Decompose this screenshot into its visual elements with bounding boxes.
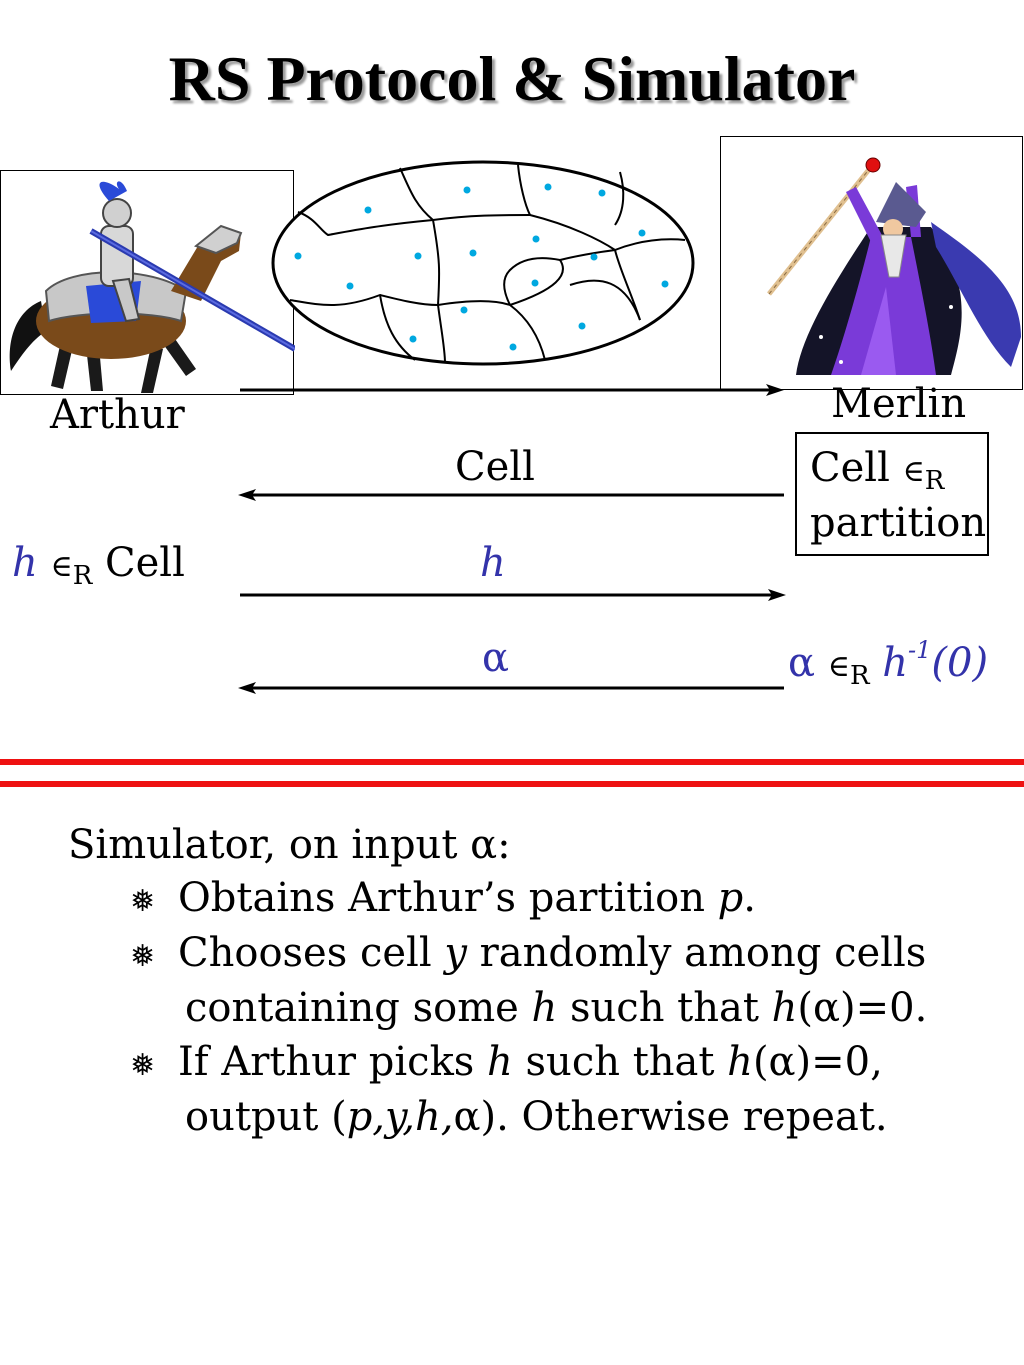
simulator-item-1: ❅ Obtains Arthur’s partition p. xyxy=(130,878,756,918)
simulator-item-3-continued: output (p,y,h,α). Otherwise repeat. xyxy=(185,1097,888,1137)
inverse-superscript: -1 xyxy=(908,636,932,664)
arthur-hash-choice: h ∈R Cell xyxy=(12,543,185,589)
item-text: (α)=0, xyxy=(752,1039,883,1085)
item-text: output ( xyxy=(185,1094,347,1140)
message-alpha-label: α xyxy=(482,635,510,681)
partition-cell-boundaries xyxy=(289,164,686,364)
element-of-symbol: ∈ xyxy=(50,549,73,584)
item-text: If Arthur picks xyxy=(178,1039,488,1085)
var-y: y xyxy=(444,930,467,976)
message-cell-label: Cell xyxy=(455,444,535,490)
merlin-label: Merlin xyxy=(831,381,967,427)
random-subscript: R xyxy=(924,466,945,496)
element-of-symbol: ∈ xyxy=(827,649,850,684)
partition-ellipse xyxy=(271,160,695,366)
simulator-item-2: ❅ Chooses cell y randomly among cells xyxy=(130,933,926,973)
simulator-heading: Simulator, on input α: xyxy=(68,822,511,868)
item-text: randomly among cells xyxy=(466,930,927,976)
snowflake-bullet-icon: ❅ xyxy=(130,1048,156,1083)
cell-text: Cell xyxy=(92,540,185,586)
alpha-symbol: α xyxy=(788,640,828,686)
item-text: α). Otherwise repeat. xyxy=(453,1094,888,1140)
arrow-cell-to-arthur xyxy=(238,489,784,501)
knight-on-horse-icon xyxy=(9,181,297,393)
h-symbol: h xyxy=(869,640,909,686)
arrow-alpha-to-arthur xyxy=(238,682,784,694)
var-h: h xyxy=(771,985,798,1031)
partition-diagram xyxy=(271,160,695,366)
note-cell-text: Cell xyxy=(810,445,903,491)
red-divider-bottom xyxy=(0,781,1024,787)
item-text: such that xyxy=(512,1039,728,1085)
merlin-choice-box xyxy=(795,432,989,556)
arthur-knight-picture xyxy=(0,170,297,395)
random-subscript: R xyxy=(849,661,870,691)
merlin-note-line2: partition xyxy=(810,500,987,546)
preimage-argument: (0) xyxy=(931,640,989,686)
page-title: RS Protocol & Simulator xyxy=(168,43,856,114)
item-text: Chooses cell xyxy=(178,930,445,976)
cell-representative-dots xyxy=(294,183,669,351)
arthur-label: Arthur xyxy=(50,392,185,438)
snowflake-bullet-icon: ❅ xyxy=(130,939,156,974)
random-subscript: R xyxy=(72,561,93,591)
item-text: (α)=0. xyxy=(797,985,928,1031)
merlin-alpha-choice: α ∈R h-1(0) xyxy=(788,638,988,689)
var-h: h xyxy=(727,1039,753,1085)
wizard-icon xyxy=(767,157,1021,375)
arrow-partition-to-merlin xyxy=(240,384,784,396)
item-text: containing some xyxy=(185,985,532,1031)
merlin-wizard-picture xyxy=(720,136,1023,390)
item-text-end: . xyxy=(743,875,756,921)
arrow-h-to-merlin xyxy=(240,589,786,601)
red-divider-top xyxy=(0,759,1024,765)
var-tuple: p,y,h, xyxy=(346,1094,454,1140)
protocol-arrows xyxy=(238,384,786,694)
item-text: Obtains Arthur’s partition xyxy=(178,875,718,921)
simulator-item-3: ❅If Arthur picks h such that h(α)=0, xyxy=(130,1042,883,1082)
message-h-label: h xyxy=(480,540,506,586)
merlin-note-line1: Cell ∈R xyxy=(810,448,944,494)
simulator-item-2-continued: containing some h such that h(α)=0. xyxy=(185,988,927,1028)
var-p: p xyxy=(717,875,744,921)
h-symbol: h xyxy=(12,540,38,586)
var-h: h xyxy=(531,985,558,1031)
snowflake-bullet-icon: ❅ xyxy=(130,884,156,919)
item-text: such that xyxy=(557,985,772,1031)
var-h: h xyxy=(487,1039,513,1085)
element-of-symbol: ∈ xyxy=(902,454,925,489)
